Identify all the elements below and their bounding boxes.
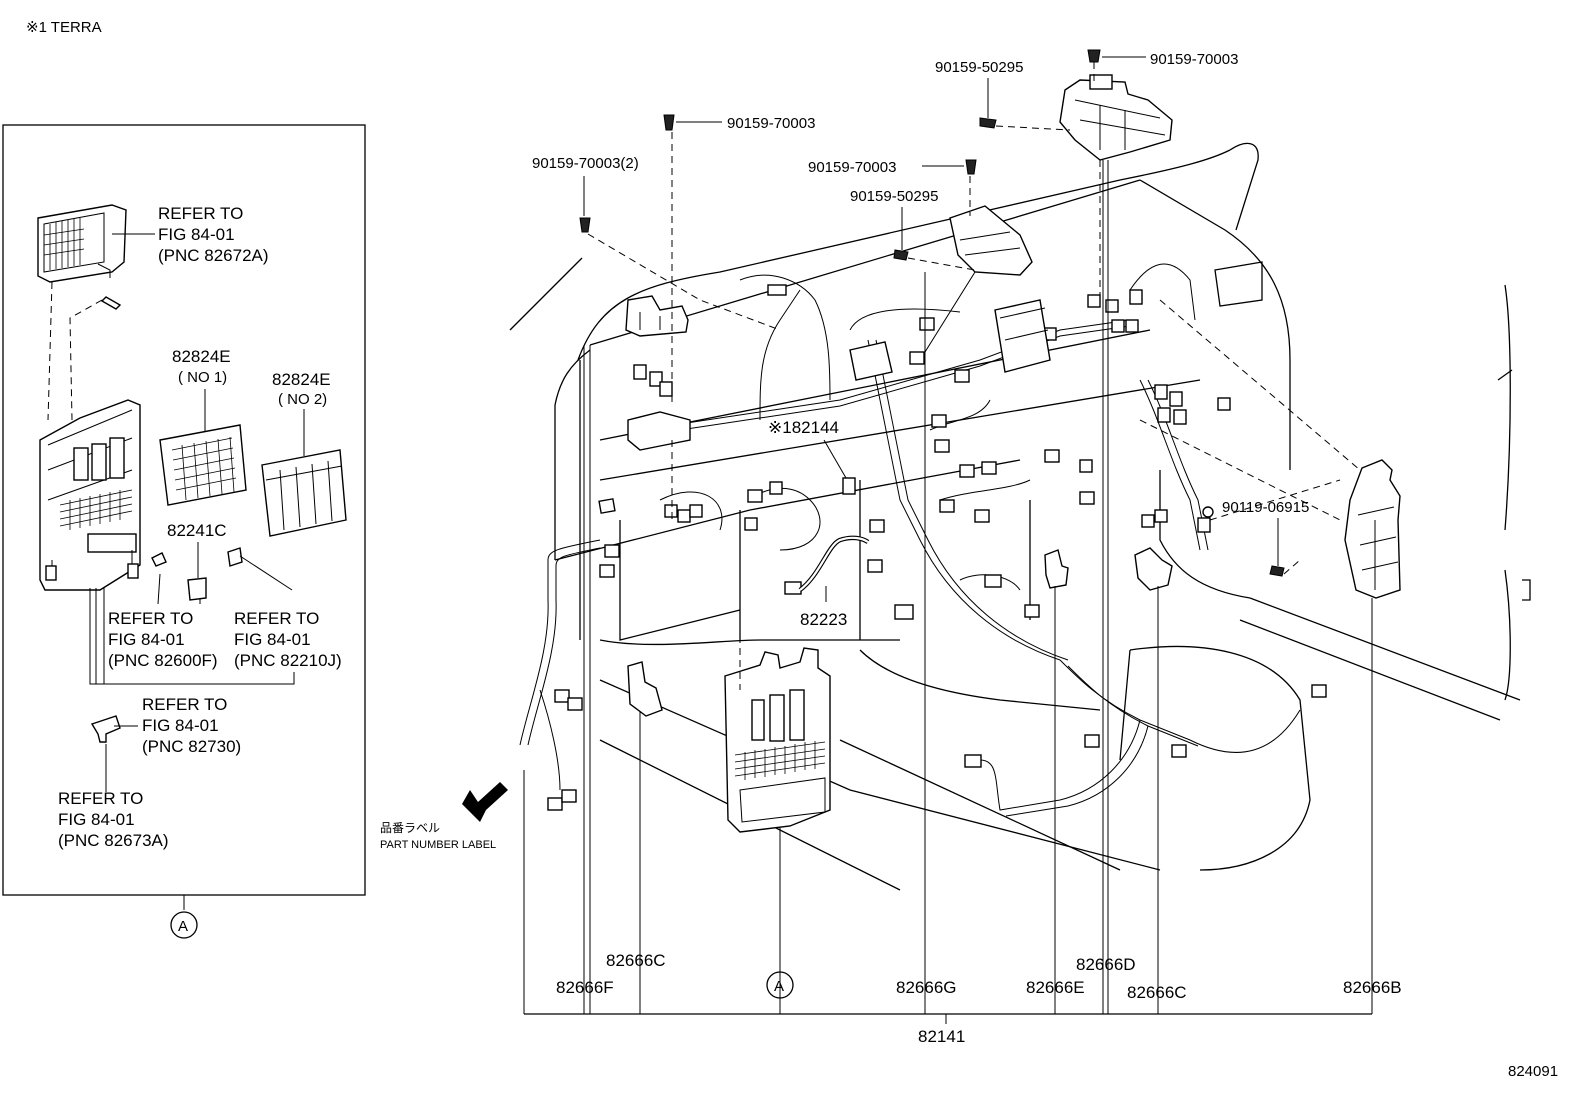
- main-callout-letter: A: [774, 978, 784, 995]
- ref-82672a-line1: REFER TO: [158, 204, 243, 223]
- figure-number: 824091: [1508, 1063, 1558, 1080]
- label-bolt-70003-b: 90159-70003: [1150, 51, 1238, 68]
- inset-callout-circle: [170, 911, 198, 939]
- dashboard-outline: [509, 142, 1531, 891]
- ref-82730-line3: (PNC 82730): [142, 737, 241, 756]
- ref-82600f-line2: FIG 84-01: [108, 630, 185, 649]
- small-fuse: [227, 547, 243, 567]
- small-terminal: [151, 552, 167, 567]
- connectors: [547, 284, 1327, 811]
- label-82824e-no1: 82824E: [172, 347, 231, 366]
- inset-callout-letter: A: [178, 918, 188, 935]
- ref-82673a-line3: (PNC 82673A): [58, 831, 169, 850]
- ref-82210j-line2: FIG 84-01: [234, 630, 311, 649]
- bolt-icon-70003-b: [1087, 49, 1101, 63]
- ref-82600f-line1: REFER TO: [108, 609, 193, 628]
- main-junction-block: [724, 647, 831, 833]
- inset-fuse-block: [39, 399, 141, 591]
- label-82824e-no1-sub: ( NO 1): [178, 369, 227, 386]
- bolt-icon-70003-a: [663, 114, 675, 131]
- ref-82730-line2: FIG 84-01: [142, 716, 219, 735]
- part-number-label-en: PART NUMBER LABEL: [380, 839, 496, 851]
- bolt-icon-70003-c: [965, 159, 977, 175]
- dash-relay-box: [849, 341, 893, 381]
- label-82824e-no2-sub: ( NO 2): [278, 391, 327, 408]
- label-82241c: 82241C: [167, 521, 227, 540]
- relay-board-82824e-no2: [261, 449, 347, 537]
- label-82141: 82141: [918, 1027, 965, 1046]
- wire-82223: [798, 535, 870, 592]
- bolt-icon-50295-b: [893, 249, 909, 261]
- label-82666g: 82666G: [896, 978, 957, 997]
- grommet-82730: [90, 715, 121, 743]
- ref-82672a-line3: (PNC 82672A): [158, 246, 269, 265]
- main-harness-82141: [519, 263, 1301, 817]
- ecu-bracket-82666d: [1059, 74, 1173, 161]
- ref-82673a-line1: REFER TO: [58, 789, 143, 808]
- label-82223: 82223: [800, 610, 847, 629]
- label-82666b: 82666B: [1343, 978, 1402, 997]
- bracket-82666c-left: [627, 661, 663, 717]
- bolt-icons: [579, 49, 1285, 577]
- bolt-icon-50295-a: [979, 117, 997, 129]
- label-82666d: 82666D: [1076, 955, 1136, 974]
- bracket-82666c-right: [1134, 547, 1173, 591]
- ref-82600f-line3: (PNC 82600F): [108, 651, 218, 670]
- label-bolt-06915: 90119-06915: [1222, 499, 1309, 516]
- cover-part-82672a: [37, 204, 127, 283]
- arrow-icon: [462, 782, 508, 822]
- ref-82673a-line2: FIG 84-01: [58, 810, 135, 829]
- bolt-icon-70003-2: [579, 217, 591, 233]
- bracket-82666e: [1044, 549, 1069, 589]
- label-82666e: 82666E: [1026, 978, 1085, 997]
- label-bolt-70003-c: 90159-70003: [808, 159, 896, 176]
- small-clip: [100, 296, 122, 310]
- ref-82672a-line2: FIG 84-01: [158, 225, 235, 244]
- ref-82210j-line1: REFER TO: [234, 609, 319, 628]
- bolt-icon-06915: [1269, 565, 1285, 577]
- label-82824e-no2: 82824E: [272, 370, 331, 389]
- label-bolt-70003-a: 90159-70003: [727, 115, 815, 132]
- label-bolt-50295-b: 90159-50295: [850, 188, 938, 205]
- relay-board-82824e-no1: [159, 424, 247, 506]
- ref-82210j-line3: (PNC 82210J): [234, 651, 342, 670]
- bracket-82666b: [1344, 459, 1401, 599]
- label-bolt-50295-a: 90159-50295: [935, 59, 1023, 76]
- part-number-label-jp: 品番ラベル: [380, 821, 440, 835]
- ref-82730-line1: REFER TO: [142, 695, 227, 714]
- label-82666c-left: 82666C: [606, 951, 666, 970]
- connector-82241c: [187, 577, 207, 601]
- label-82666f: 82666F: [556, 978, 614, 997]
- bracket-82666g: [949, 205, 1033, 276]
- main-callout-circle: [766, 971, 794, 999]
- terra-note: ※1 TERRA: [26, 19, 102, 36]
- label-bolt-70003-2: 90159-70003(2): [532, 155, 639, 172]
- dashed-guides: [587, 62, 1361, 690]
- label-182144: ※182144: [768, 418, 839, 437]
- clip-icon: [1202, 506, 1214, 518]
- inset-panel: REFER TO FIG 84-01 (PNC 82672A): [2, 124, 366, 896]
- label-82666c-right: 82666C: [1127, 983, 1187, 1002]
- leader-lines: [523, 160, 1373, 1024]
